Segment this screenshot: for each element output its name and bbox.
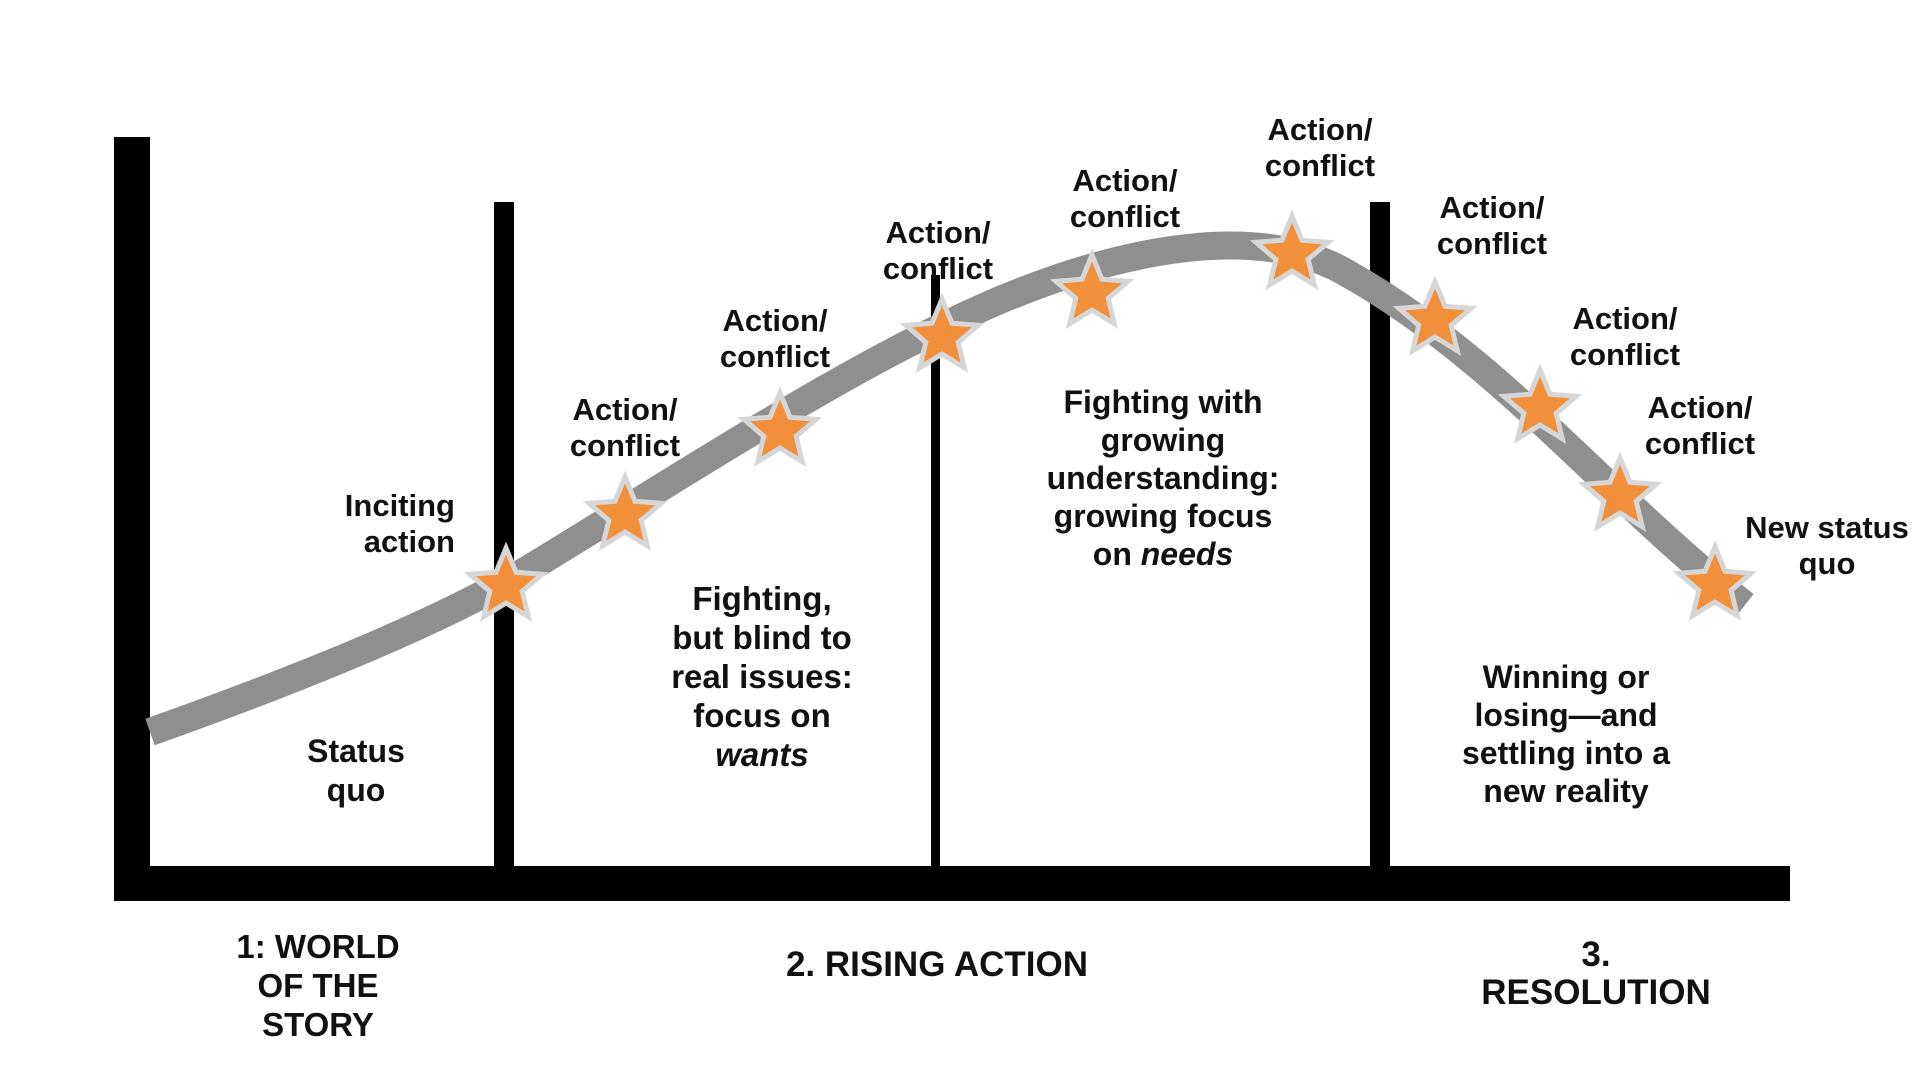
x-axis (114, 866, 1790, 901)
action-conflict-1-label: Action/conflict (570, 392, 680, 463)
action-conflict-5-label-line: Action/ (1267, 112, 1372, 147)
act-3-label-line: 3. (1581, 935, 1610, 974)
action-conflict-2-label-line: Action/ (722, 303, 827, 338)
action-conflict-2-label-line: conflict (720, 339, 830, 374)
action-conflict-5-star-icon (1249, 209, 1335, 290)
action-conflict-4-label-line: Action/ (1072, 163, 1177, 198)
action-conflict-7-label: Action/conflict (1570, 301, 1680, 372)
action-conflict-2-label: Action/conflict (720, 303, 830, 374)
new-status-quo-label-line: quo (1799, 546, 1856, 581)
inciting-action-star-icon (463, 541, 549, 622)
needs-note-line: Fighting with (1063, 384, 1262, 420)
action-conflict-1-star-icon (582, 470, 668, 551)
needs-note-line: understanding: (1047, 460, 1280, 496)
wants-note-line: wants (715, 736, 809, 773)
action-conflict-3-label-line: conflict (883, 251, 993, 286)
action-conflict-5-label-line: conflict (1265, 148, 1375, 183)
act-1-label-line: OF THE (258, 967, 379, 1004)
wants-note-line: real issues: (671, 658, 853, 695)
needs-note-line: on (1093, 536, 1141, 572)
needs-note-line: growing focus (1054, 498, 1273, 534)
divider-act-1-2 (494, 202, 514, 884)
action-conflict-4-label-line: conflict (1070, 199, 1180, 234)
action-conflict-6-star-icon (1392, 275, 1478, 356)
needs-note-emphasis: needs (1141, 536, 1233, 572)
action-conflict-7-label-line: conflict (1570, 337, 1680, 372)
divider-act-2-3 (1370, 202, 1390, 884)
action-conflict-1-label-line: conflict (570, 428, 680, 463)
action-conflict-4-star-icon (1049, 248, 1135, 329)
inciting-action-label-line: Inciting (345, 488, 455, 523)
resolution-note-line: new reality (1483, 773, 1649, 809)
action-conflict-8-star-icon (1577, 451, 1663, 532)
action-conflict-8-label-line: conflict (1645, 426, 1755, 461)
action-conflict-3-label-line: Action/ (885, 215, 990, 250)
wants-note-line: focus on (693, 697, 831, 734)
action-conflict-8-label-line: Action/ (1647, 390, 1752, 425)
act-2-label: 2. RISING ACTION (786, 945, 1088, 984)
act-2-label-line: 2. RISING ACTION (786, 945, 1088, 984)
act-3-label-line: RESOLUTION (1481, 973, 1710, 1012)
action-conflict-8-label: Action/conflict (1645, 390, 1755, 461)
action-conflict-5-label: Action/conflict (1265, 112, 1375, 183)
status-quo-note-line: Status (307, 733, 405, 769)
action-conflict-7-label-line: Action/ (1572, 301, 1677, 336)
act-1-label-line: 1: WORLD (236, 928, 399, 965)
action-conflict-3-label: Action/conflict (883, 215, 993, 286)
new-status-quo-label-line: New status (1745, 510, 1909, 545)
wants-note-line: but blind to (672, 619, 852, 656)
stars-layer (463, 209, 1758, 622)
action-conflict-2-star-icon (737, 386, 823, 467)
new-status-quo-star-icon (1672, 540, 1758, 621)
action-conflict-6-label-line: Action/ (1439, 190, 1544, 225)
action-conflict-1-label-line: Action/ (572, 392, 677, 427)
inciting-action-label-line: action (364, 524, 455, 559)
action-conflict-4-label: Action/conflict (1070, 163, 1180, 234)
action-conflict-3-star-icon (899, 292, 985, 373)
resolution-note-line: settling into a (1462, 735, 1670, 771)
story-arc-curve (145, 231, 1754, 746)
resolution-note-line: losing—and (1474, 697, 1657, 733)
action-conflict-6-label-line: conflict (1437, 226, 1547, 261)
act-1-label-line: STORY (262, 1006, 374, 1043)
action-conflict-6-label: Action/conflict (1437, 190, 1547, 261)
needs-note-line: growing (1101, 422, 1225, 458)
resolution-note-line: Winning or (1483, 659, 1650, 695)
act-3-label: 3.RESOLUTION (1481, 935, 1710, 1012)
action-conflict-7-star-icon (1497, 363, 1583, 444)
y-axis (114, 137, 150, 899)
divider-midpoint (931, 275, 940, 875)
wants-note-line: Fighting, (692, 580, 831, 617)
status-quo-note-line: quo (327, 772, 386, 808)
